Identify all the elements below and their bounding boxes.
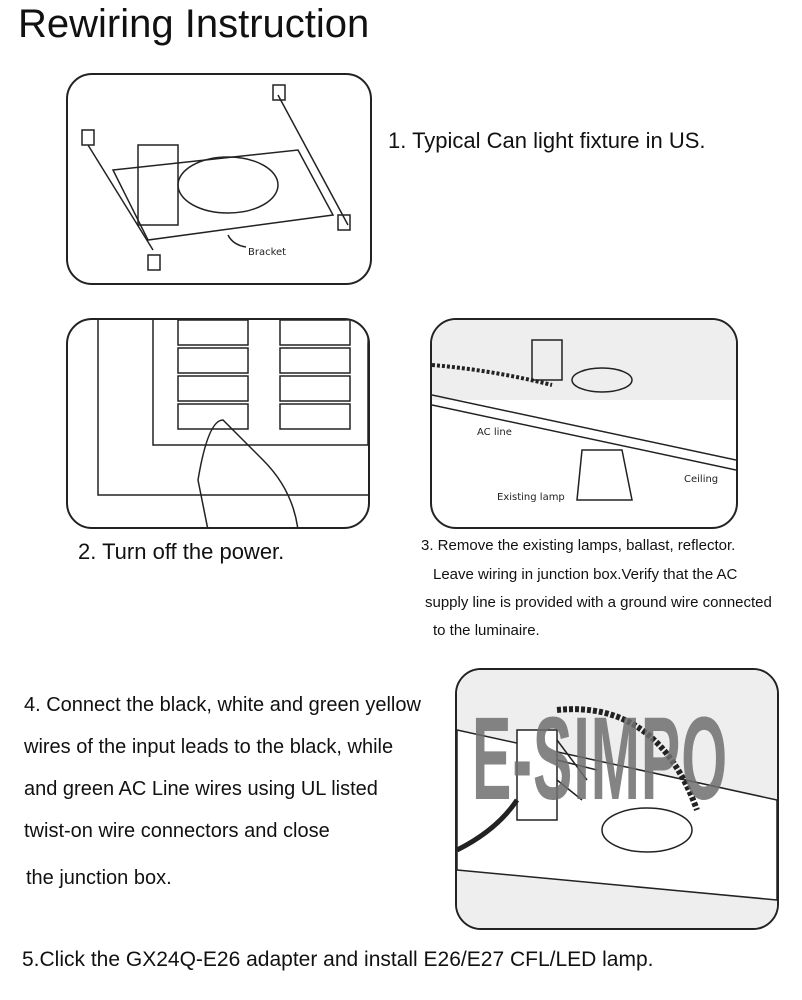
breaker-panel-illustration (97, 320, 368, 527)
figure-can-light-fixture: Bracket (66, 73, 372, 285)
step-3-line-4: to the luminaire. (433, 622, 540, 639)
step-4-line-5: the junction box. (26, 867, 172, 889)
can-light-illustration: Bracket (81, 84, 351, 271)
label-existing-lamp: Existing lamp (497, 492, 565, 503)
label-ceiling: Ceiling (684, 474, 718, 485)
step-4-line-3: and green AC Line wires using UL listed (24, 778, 378, 800)
step-4-line-1: 4. Connect the black, white and green ye… (24, 694, 421, 716)
step-5-text: 5.Click the GX24Q-E26 adapter and instal… (22, 948, 654, 971)
figure-connect-wires (455, 668, 779, 930)
step-3-line-3: supply line is provided with a ground wi… (425, 594, 772, 611)
figure-remove-lamp: AC line Ceiling Existing lamp (430, 318, 738, 529)
step-4-line-4: twist-on wire connectors and close (24, 820, 330, 842)
label-bracket: Bracket (248, 247, 286, 258)
step-3-line-1: 3. Remove the existing lamps, ballast, r… (421, 537, 736, 554)
page-title: Rewiring Instruction (18, 2, 370, 46)
watermark-logo: E-SIMPO (472, 693, 729, 825)
step-4-line-2: wires of the input leads to the black, w… (24, 736, 394, 758)
step-2-text: 2. Turn off the power. (78, 539, 285, 564)
label-ac-line: AC line (477, 427, 512, 438)
remove-lamp-illustration: AC line Ceiling Existing lamp (432, 320, 736, 503)
figure-breaker-panel (66, 318, 370, 529)
connect-wires-illustration (457, 670, 777, 928)
step-3-line-2: Leave wiring in junction box.Verify that… (433, 566, 738, 583)
step-1-text: 1. Typical Can light fixture in US. (388, 128, 706, 153)
